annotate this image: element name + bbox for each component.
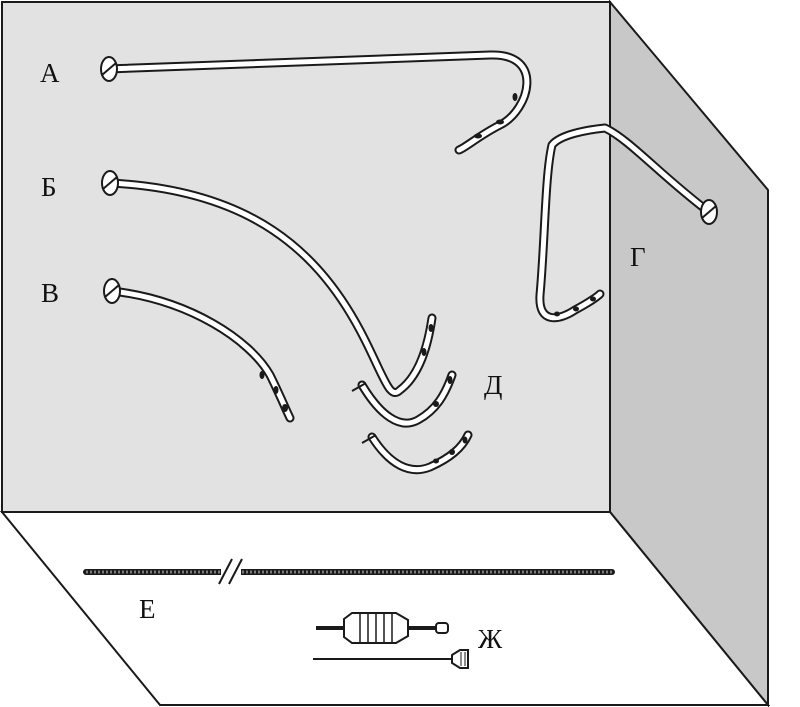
label-b: Б bbox=[41, 172, 57, 202]
catheter-g bbox=[535, 123, 718, 323]
side-hole bbox=[421, 348, 427, 356]
side-hole bbox=[282, 404, 288, 412]
side-hole bbox=[474, 133, 482, 139]
slotted-screw-icon bbox=[700, 199, 718, 225]
side-hole bbox=[273, 386, 279, 394]
side-hole bbox=[259, 371, 265, 379]
slotted-screw-icon bbox=[101, 170, 119, 196]
catheter-a bbox=[100, 50, 532, 155]
instrument-zh bbox=[313, 612, 469, 669]
catheter-d-lower bbox=[361, 430, 473, 475]
side-hole bbox=[449, 449, 455, 455]
side-hole bbox=[590, 296, 596, 302]
label-d: Д bbox=[484, 370, 502, 400]
catheter-d-upper bbox=[351, 370, 457, 428]
guide-wire-e bbox=[83, 558, 615, 585]
side-hole bbox=[433, 458, 439, 464]
side-hole bbox=[433, 401, 439, 407]
side-hole bbox=[428, 324, 434, 332]
slotted-screw-icon bbox=[100, 56, 118, 82]
label-zh: Ж bbox=[478, 624, 503, 654]
side-hole bbox=[573, 306, 579, 312]
side-hole bbox=[462, 436, 468, 444]
label-v: В bbox=[41, 278, 59, 308]
double-slash-icon bbox=[218, 558, 243, 585]
side-hole bbox=[554, 311, 560, 317]
side-hole bbox=[447, 376, 453, 384]
slotted-screw-icon bbox=[103, 278, 121, 304]
label-e: Е bbox=[139, 594, 156, 624]
floor-panel bbox=[0, 511, 771, 706]
side-hole bbox=[512, 93, 518, 101]
label-g: Г bbox=[630, 242, 646, 272]
catheter-b bbox=[101, 170, 437, 397]
catheter-v bbox=[103, 278, 295, 423]
side-hole bbox=[496, 119, 504, 125]
label-a: А bbox=[40, 58, 60, 88]
